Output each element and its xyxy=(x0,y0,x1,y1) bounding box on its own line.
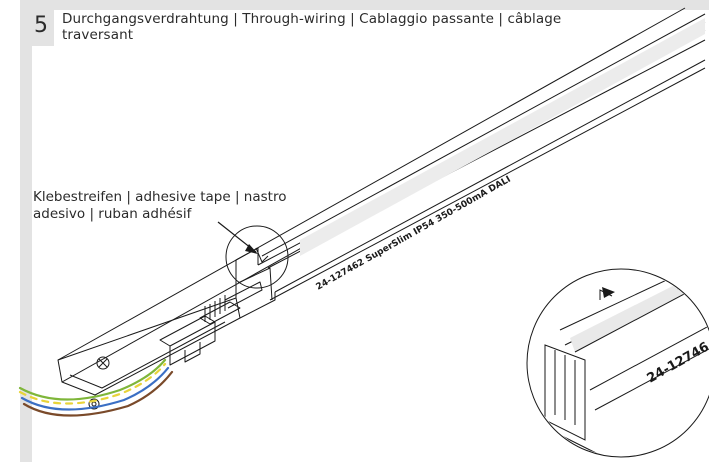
profile-print-detail: 24-12746 xyxy=(645,340,709,387)
adhesive-tape-label: Klebestreifen | adhesive tape | nastro a… xyxy=(33,189,287,222)
connector-block-side xyxy=(169,322,216,366)
detail-arrow-icon xyxy=(602,287,615,298)
profile-end-wall xyxy=(235,247,259,298)
terminal-slots xyxy=(204,295,226,322)
wire-green xyxy=(18,358,167,401)
step-number-box xyxy=(28,10,54,46)
profile-edge-bottom xyxy=(269,67,706,301)
screw-bottom-center xyxy=(91,401,97,407)
profile-base-inner-line xyxy=(69,321,226,389)
screw-bottom-icon xyxy=(88,398,100,410)
detail-magnifier-circle-icon xyxy=(526,268,709,458)
profile-end-cut xyxy=(237,267,273,301)
step-title: Durchgangsverdrahtung | Through-wiring |… xyxy=(62,11,562,43)
wire-blue xyxy=(20,366,170,411)
magnifier-circle-icon xyxy=(225,225,289,289)
connector-detail xyxy=(184,342,201,363)
wire-yellow xyxy=(18,362,167,405)
profile-edge-lower xyxy=(274,59,706,293)
screw-top-icon xyxy=(96,356,110,370)
clip-detail xyxy=(224,281,263,309)
screw-top-cross xyxy=(98,358,108,368)
step-number: 5 xyxy=(34,13,48,38)
profile-end-side xyxy=(239,292,276,319)
wire-brown xyxy=(22,370,174,417)
frame-top-bar xyxy=(20,0,709,10)
adhesive-tape-fill xyxy=(300,18,705,256)
connector-block-top xyxy=(159,315,216,347)
profile-end-base xyxy=(57,297,241,396)
arrow-icon xyxy=(245,244,258,254)
profile-edge-top xyxy=(57,7,686,361)
frame-left-bar xyxy=(20,0,32,462)
tape-peel-detail xyxy=(255,247,269,263)
adhesive-tape-strip-top xyxy=(261,13,706,257)
